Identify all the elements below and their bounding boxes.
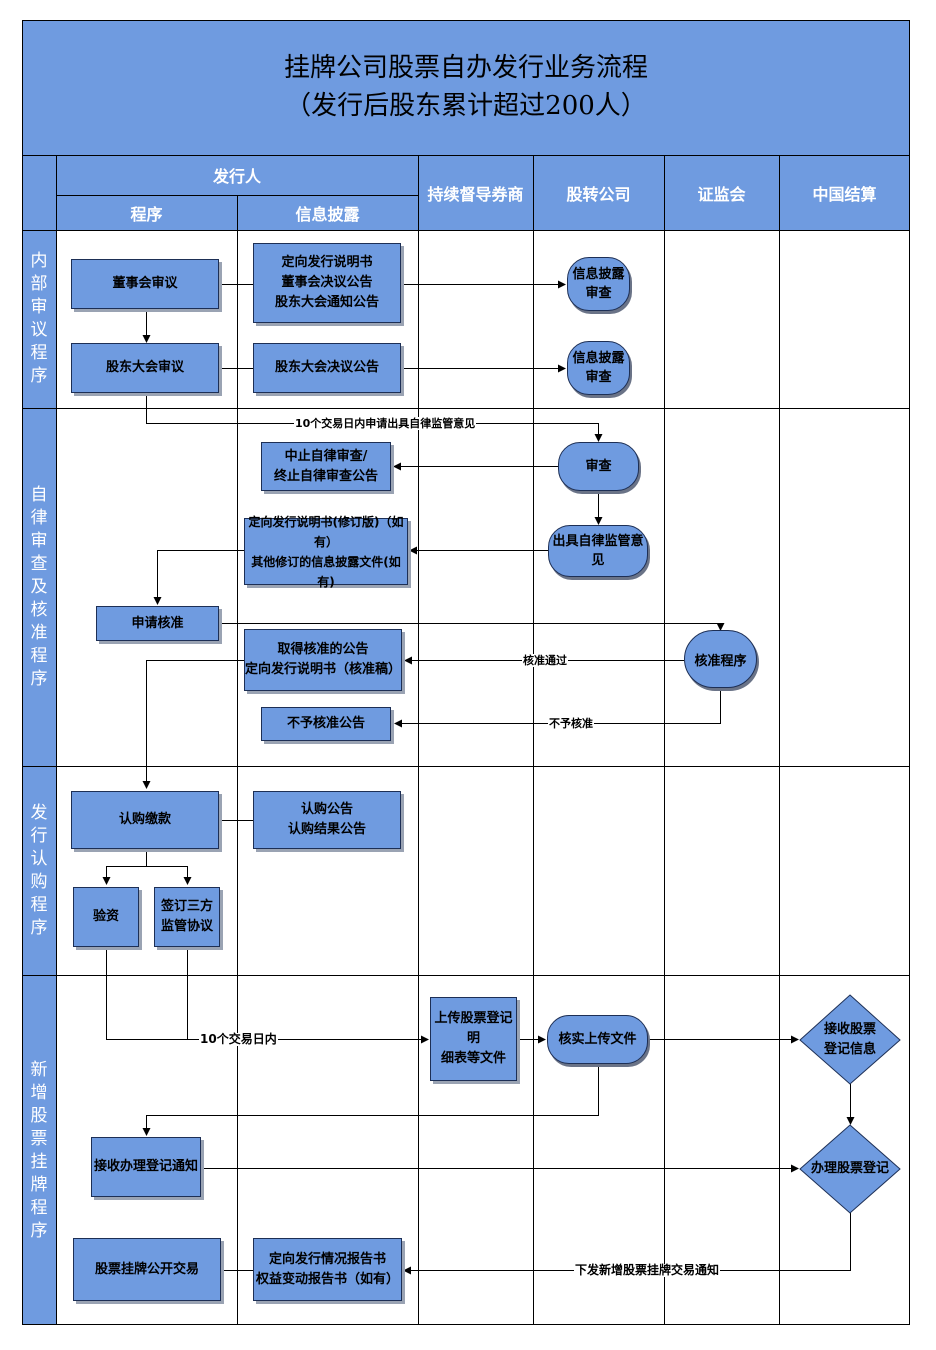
column-header-issuer: 发行人	[212, 167, 261, 186]
node-reject-notice: 不予核准公告	[261, 707, 391, 741]
row-header-listing: 新增股票挂牌程序	[30, 1059, 48, 1241]
node-shareholder-review: 股东大会审议	[71, 343, 219, 393]
node-verify-capital: 验资	[73, 887, 139, 947]
node-approval-process: 核准程序	[684, 630, 757, 688]
column-header-neeq: 股转公司	[566, 185, 631, 204]
diamond-do-registration	[799, 1124, 901, 1214]
column-header-broker: 持续督导券商	[427, 185, 524, 204]
node-tripartite: 签订三方监管协议	[154, 887, 220, 947]
edge-label-approved: 核准通过	[522, 654, 568, 667]
node-suspend-notice: 中止自律审查/终止自律审查公告	[261, 442, 391, 491]
edge-label-apply-opinion: 10个交易日内申请出具自律监管意见	[294, 417, 477, 430]
node-approval-notice: 取得核准的公告定向发行说明书（核准稿）	[244, 629, 402, 691]
node-board-docs: 定向发行说明书董事会决议公告股东大会通知公告	[253, 243, 401, 323]
node-receive-info: 接收股票登记信息	[823, 1022, 876, 1057]
node-apply-approval: 申请核准	[96, 606, 219, 641]
title-line-1: 挂牌公司股票自办发行业务流程	[283, 53, 648, 83]
edge-label-listing-notice: 下发新增股票挂牌交易通知	[574, 1263, 721, 1277]
node-subscribe-notice: 认购公告认购结果公告	[253, 791, 401, 849]
node-upload-docs: 上传股票登记明细表等文件	[430, 997, 517, 1081]
edge-label-within-10-days: 10个交易日内	[199, 1032, 278, 1046]
node-do-registration: 办理股票登记	[810, 1161, 889, 1176]
node-issuance-report: 定向发行情况报告书权益变动报告书（如有）	[253, 1238, 402, 1301]
row-header-band	[22, 230, 56, 1325]
column-header-disclosure: 信息披露	[295, 205, 360, 224]
column-header-csdc: 中国结算	[812, 185, 877, 204]
page-title: 挂牌公司股票自办发行业务流程 （发行后股东累计超过200人）	[22, 20, 910, 154]
row-header-self-review: 自律审查及核准程序	[30, 484, 48, 689]
node-board-review: 董事会审议	[71, 259, 219, 309]
node-verify-upload: 核实上传文件	[547, 1015, 648, 1064]
node-disclosure-check-1: 信息披露审查	[567, 257, 630, 311]
node-shareholder-notice: 股东大会决议公告	[253, 343, 401, 393]
node-self-reg-opinion: 出具自律监管意见	[548, 525, 648, 577]
diamond-receive-info	[799, 994, 901, 1085]
node-review: 审查	[558, 442, 639, 491]
column-header-procedure: 程序	[130, 205, 163, 224]
node-receive-notice: 接收办理登记通知	[91, 1137, 201, 1197]
row-header-internal: 内部审议程序	[30, 251, 48, 386]
node-revised-docs: 定向发行说明书(修订版)（如有）其他修订的信息披露文件(如有)	[244, 515, 408, 589]
node-subscribe-pay: 认购缴款	[71, 791, 219, 849]
node-public-trading: 股票挂牌公开交易	[73, 1238, 221, 1301]
column-header-csrc: 证监会	[697, 185, 746, 204]
edge-label-rejected: 不予核准	[548, 717, 594, 730]
row-header-subscription: 发行认购程序	[30, 803, 48, 938]
node-disclosure-check-2: 信息披露审查	[567, 341, 630, 395]
title-line-2: （发行后股东累计超过200人）	[285, 91, 647, 121]
